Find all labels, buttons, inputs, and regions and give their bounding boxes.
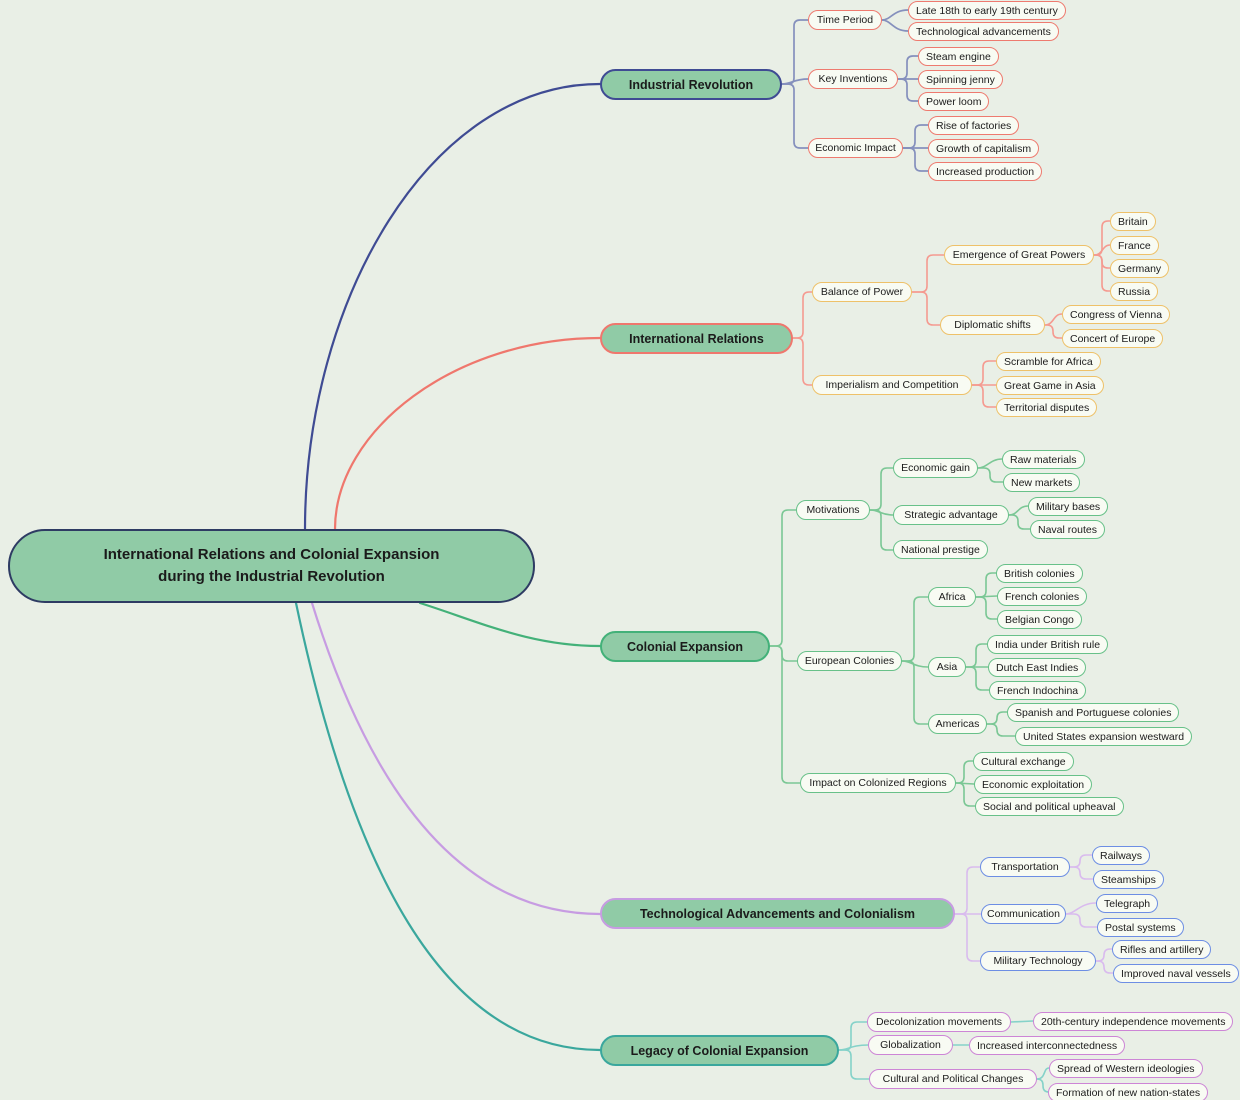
central-topic-line1: International Relations and Colonial Exp… bbox=[103, 546, 440, 564]
node-communication[interactable]: Communication bbox=[981, 904, 1066, 924]
node-20th-century-independence-movements[interactable]: 20th-century independence movements bbox=[1033, 1012, 1234, 1031]
node-territorial-disputes[interactable]: Territorial disputes bbox=[996, 398, 1098, 417]
node-european-colonies[interactable]: European Colonies bbox=[797, 651, 902, 671]
central-topic-line2: during the Industrial Revolution bbox=[158, 568, 385, 585]
node-impact-on-colonized-regions[interactable]: Impact on Colonized Regions bbox=[800, 773, 956, 793]
node-americas[interactable]: Americas bbox=[928, 714, 987, 734]
node-india-under-british-rule[interactable]: India under British rule bbox=[987, 635, 1109, 654]
node-steam-engine[interactable]: Steam engine bbox=[918, 47, 999, 66]
node-late-18th-to-early-19th-century[interactable]: Late 18th to early 19th century bbox=[908, 1, 1066, 20]
node-imperialism-and-competition[interactable]: Imperialism and Competition bbox=[812, 375, 972, 395]
node-postal-systems[interactable]: Postal systems bbox=[1097, 918, 1184, 937]
node-asia[interactable]: Asia bbox=[928, 657, 966, 677]
node-russia[interactable]: Russia bbox=[1110, 282, 1159, 301]
node-scramble-for-africa[interactable]: Scramble for Africa bbox=[996, 352, 1101, 371]
node-british-colonies[interactable]: British colonies bbox=[996, 564, 1083, 583]
node-time-period[interactable]: Time Period bbox=[808, 10, 882, 30]
node-social-and-political-upheaval[interactable]: Social and political upheaval bbox=[975, 797, 1124, 816]
node-technological-advancements[interactable]: Technological advancements bbox=[908, 22, 1059, 41]
node-military-technology[interactable]: Military Technology bbox=[980, 951, 1096, 971]
node-economic-impact[interactable]: Economic Impact bbox=[808, 138, 903, 158]
node-concert-of-europe[interactable]: Concert of Europe bbox=[1062, 329, 1164, 348]
node-strategic-advantage[interactable]: Strategic advantage bbox=[893, 505, 1009, 525]
node-formation-of-new-nation-states[interactable]: Formation of new nation-states bbox=[1048, 1083, 1209, 1100]
node-economic-exploitation[interactable]: Economic exploitation bbox=[974, 775, 1093, 794]
node-new-markets[interactable]: New markets bbox=[1003, 473, 1081, 492]
node-emergence-of-great-powers[interactable]: Emergence of Great Powers bbox=[944, 245, 1094, 265]
node-diplomatic-shifts[interactable]: Diplomatic shifts bbox=[940, 315, 1045, 335]
node-military-bases[interactable]: Military bases bbox=[1028, 497, 1109, 516]
node-power-loom[interactable]: Power loom bbox=[918, 92, 990, 111]
node-cultural-and-political-changes[interactable]: Cultural and Political Changes bbox=[869, 1069, 1037, 1089]
node-transportation[interactable]: Transportation bbox=[980, 857, 1070, 877]
node-telegraph[interactable]: Telegraph bbox=[1096, 894, 1159, 913]
central-topic[interactable]: International Relations and Colonial Exp… bbox=[8, 529, 535, 603]
branch-industrial-revolution[interactable]: Industrial Revolution bbox=[600, 69, 782, 100]
node-key-inventions[interactable]: Key Inventions bbox=[808, 69, 898, 89]
node-french-indochina[interactable]: French Indochina bbox=[989, 681, 1087, 700]
node-national-prestige[interactable]: National prestige bbox=[893, 540, 988, 559]
node-growth-of-capitalism[interactable]: Growth of capitalism bbox=[928, 139, 1040, 158]
node-spread-of-western-ideologies[interactable]: Spread of Western ideologies bbox=[1049, 1059, 1203, 1078]
node-improved-naval-vessels[interactable]: Improved naval vessels bbox=[1113, 964, 1239, 983]
node-africa[interactable]: Africa bbox=[928, 587, 976, 607]
node-dutch-east-indies[interactable]: Dutch East Indies bbox=[988, 658, 1087, 677]
node-congress-of-vienna[interactable]: Congress of Vienna bbox=[1062, 305, 1171, 324]
node-steamships[interactable]: Steamships bbox=[1093, 870, 1164, 889]
node-germany[interactable]: Germany bbox=[1110, 259, 1170, 278]
node-raw-materials[interactable]: Raw materials bbox=[1002, 450, 1085, 469]
node-decolonization-movements[interactable]: Decolonization movements bbox=[867, 1012, 1011, 1032]
node-spinning-jenny[interactable]: Spinning jenny bbox=[918, 70, 1003, 89]
node-rifles-and-artillery[interactable]: Rifles and artillery bbox=[1112, 940, 1212, 959]
node-belgian-congo[interactable]: Belgian Congo bbox=[997, 610, 1082, 629]
branch-legacy-of-colonial-expansion[interactable]: Legacy of Colonial Expansion bbox=[600, 1035, 839, 1066]
node-balance-of-power[interactable]: Balance of Power bbox=[812, 282, 912, 302]
node-rise-of-factories[interactable]: Rise of factories bbox=[928, 116, 1020, 135]
branch-technological-advancements-and-colonialism[interactable]: Technological Advancements and Coloniali… bbox=[600, 898, 955, 929]
node-motivations[interactable]: Motivations bbox=[796, 500, 870, 520]
node-naval-routes[interactable]: Naval routes bbox=[1030, 520, 1105, 539]
node-united-states-expansion-westward[interactable]: United States expansion westward bbox=[1015, 727, 1193, 746]
node-railways[interactable]: Railways bbox=[1092, 846, 1151, 865]
node-cultural-exchange[interactable]: Cultural exchange bbox=[973, 752, 1074, 771]
node-french-colonies[interactable]: French colonies bbox=[997, 587, 1088, 606]
node-spanish-and-portuguese-colonies[interactable]: Spanish and Portuguese colonies bbox=[1007, 703, 1180, 722]
node-economic-gain[interactable]: Economic gain bbox=[893, 458, 978, 478]
branch-international-relations[interactable]: International Relations bbox=[600, 323, 793, 354]
node-increased-interconnectedness[interactable]: Increased interconnectedness bbox=[969, 1036, 1126, 1055]
branch-colonial-expansion[interactable]: Colonial Expansion bbox=[600, 631, 770, 662]
node-increased-production[interactable]: Increased production bbox=[928, 162, 1043, 181]
node-globalization[interactable]: Globalization bbox=[868, 1035, 953, 1055]
node-great-game-in-asia[interactable]: Great Game in Asia bbox=[996, 376, 1104, 395]
node-britain[interactable]: Britain bbox=[1110, 212, 1156, 231]
node-france[interactable]: France bbox=[1110, 236, 1159, 255]
